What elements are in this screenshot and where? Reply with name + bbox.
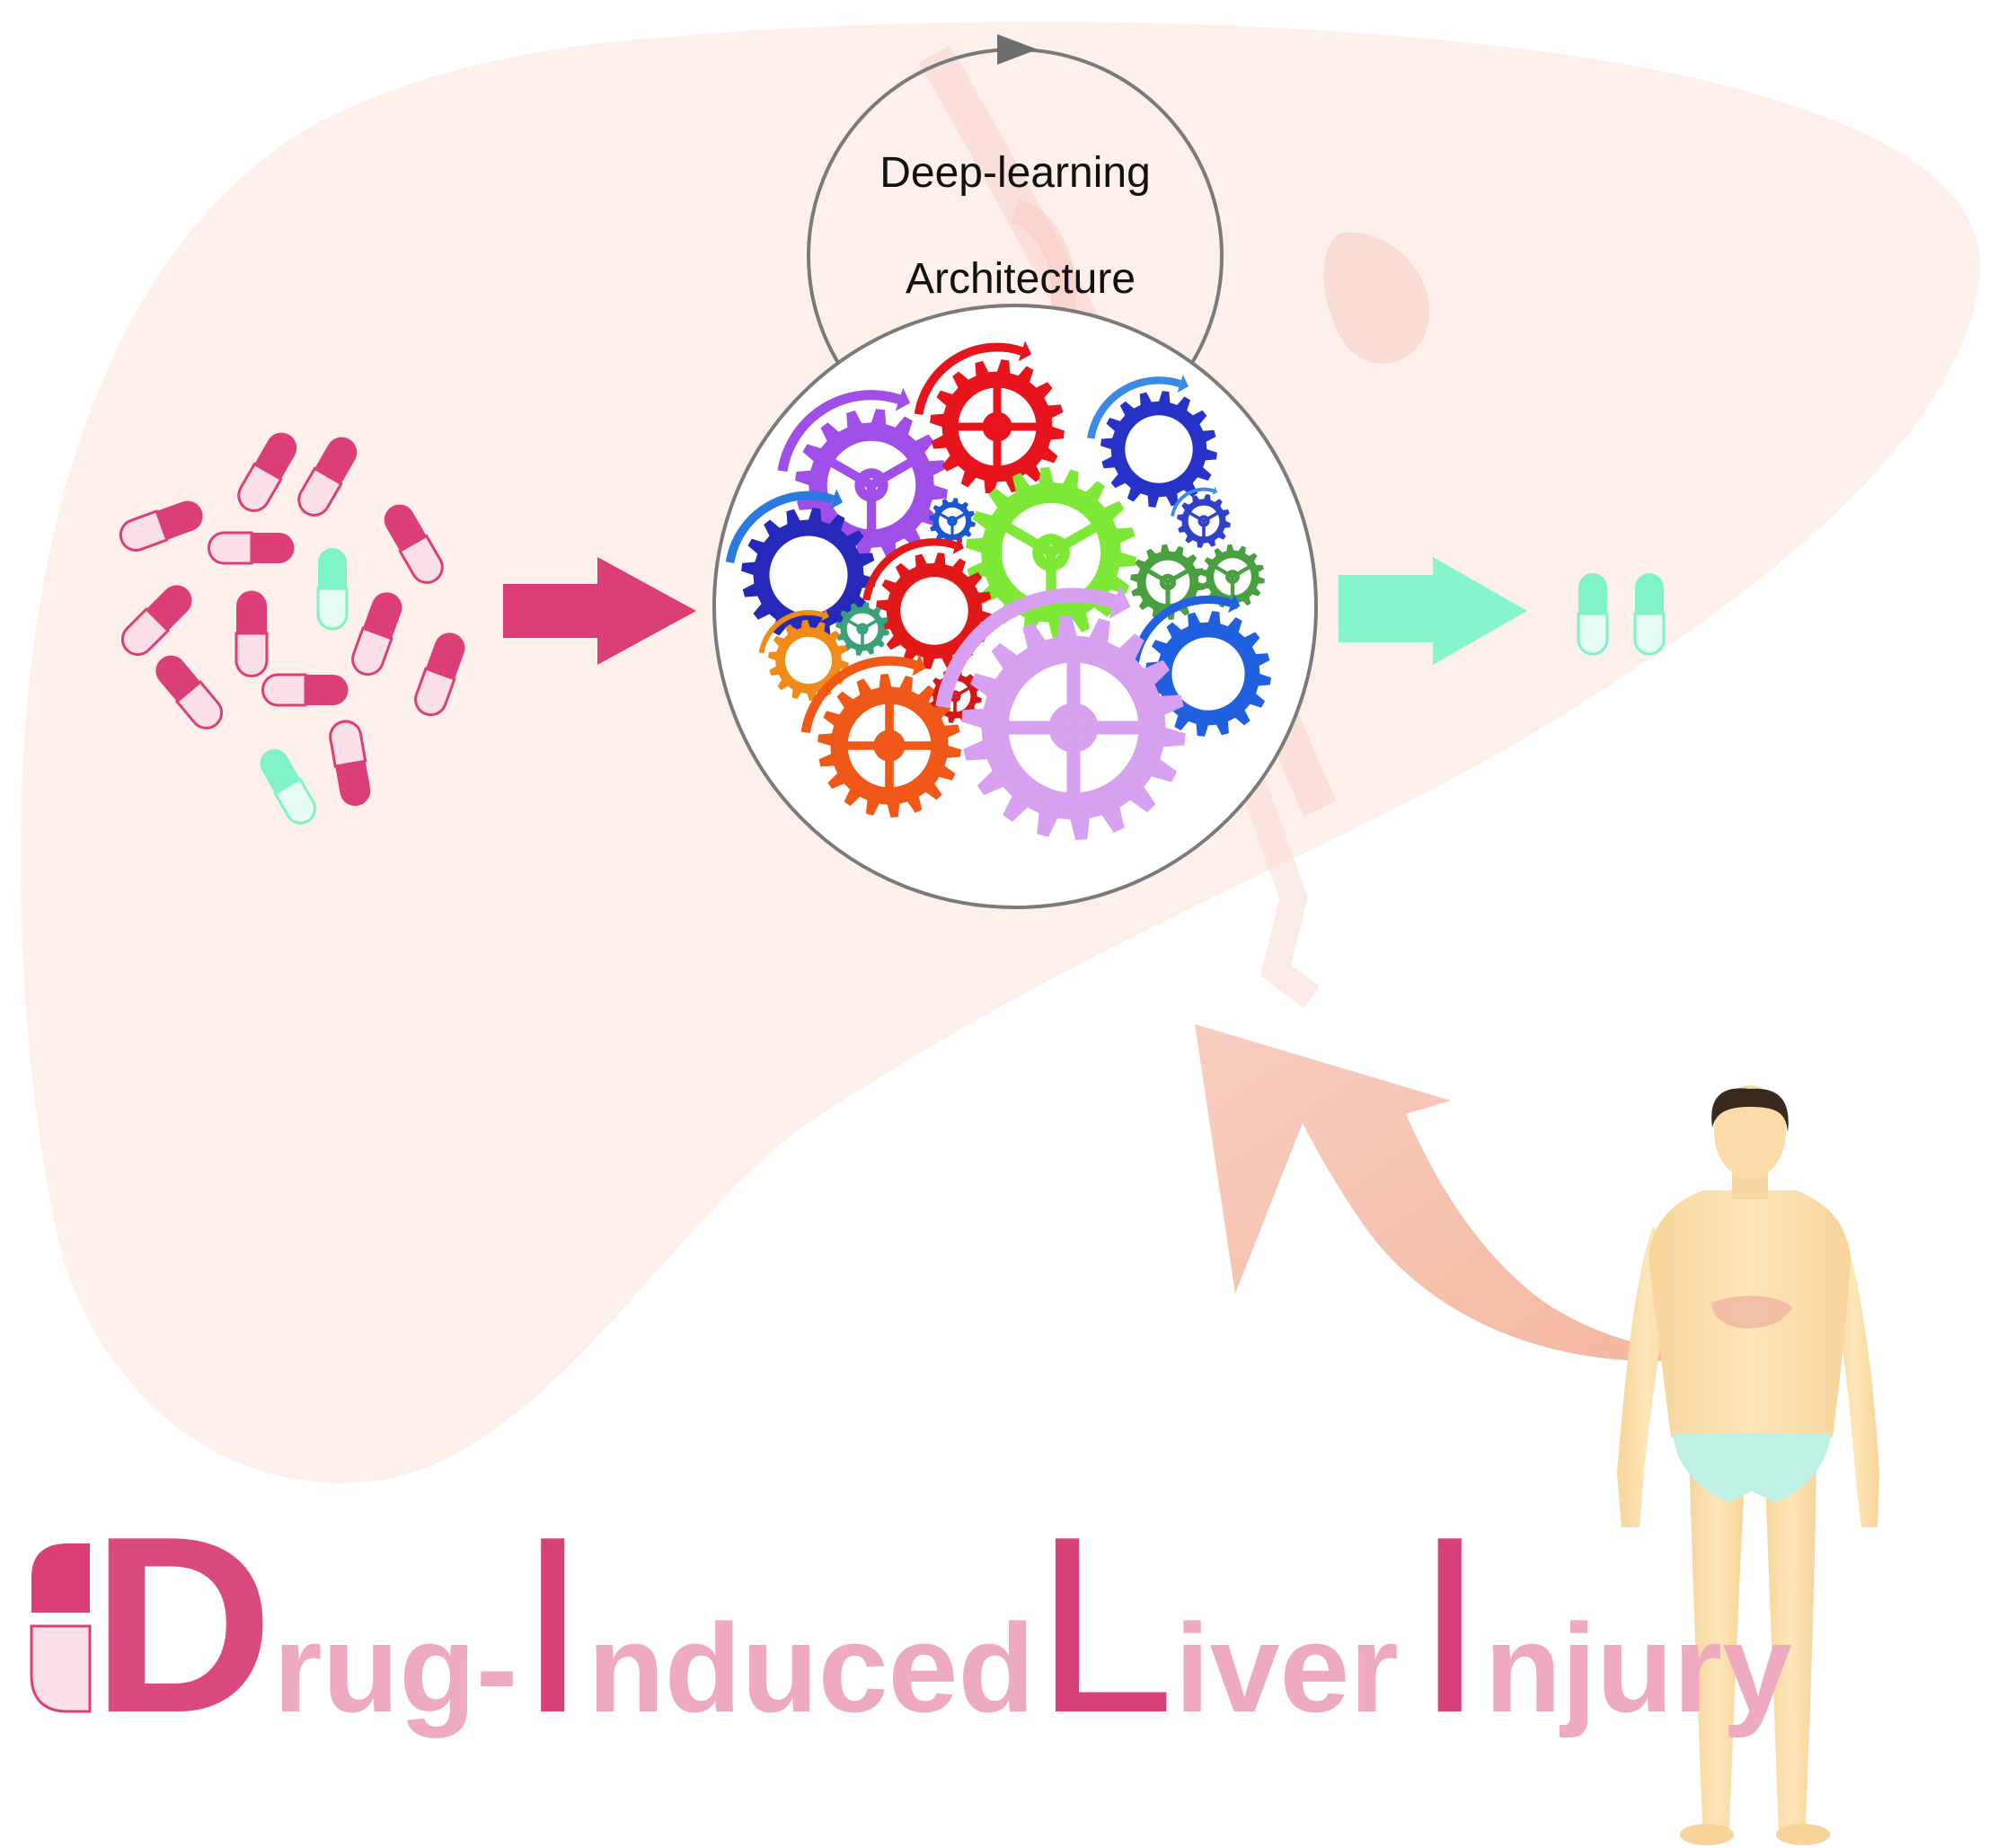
capsule-icon	[414, 632, 465, 717]
gear-icon	[1087, 375, 1217, 508]
capsule-icon	[260, 748, 316, 825]
input-pills	[119, 432, 465, 825]
title-letter-i2: I	[1415, 1485, 1485, 1765]
title-rest-2: nduced	[588, 1597, 1035, 1738]
capsule-icon	[297, 437, 358, 517]
title-letter-l: L	[1035, 1485, 1175, 1765]
gear-icon	[929, 498, 976, 544]
architecture-caption-line2: Architecture	[906, 255, 1136, 303]
architecture-caption-line1: Deep-learning	[879, 149, 1151, 197]
capsule-icon	[329, 720, 371, 807]
title-rest-3: iver	[1175, 1597, 1399, 1738]
title-letter-i1: I	[517, 1485, 588, 1765]
body-to-liver-arrow-icon	[1195, 1024, 1716, 1361]
capsule-icon	[208, 531, 295, 565]
gear-icon	[862, 536, 993, 669]
capsule-icon	[316, 548, 349, 631]
gear-icon	[725, 489, 876, 642]
capsule-icon	[261, 673, 349, 707]
capsule-icon	[351, 592, 402, 676]
liver-gallbladder	[1323, 232, 1430, 364]
gear-icon	[914, 340, 1065, 494]
gears-cluster	[725, 340, 1271, 840]
capsule-icon	[237, 432, 297, 512]
gear-icon	[835, 602, 889, 656]
human-body-icon	[1617, 1085, 1879, 1845]
capsule-icon	[155, 655, 224, 729]
capsule-icon	[120, 585, 192, 657]
gear-icon	[1171, 486, 1231, 548]
title-letter-d: D	[92, 1485, 273, 1765]
body-liver-icon	[1711, 1295, 1792, 1329]
liver-vessel	[1235, 767, 1320, 1008]
gear-icon	[800, 654, 961, 818]
loop-arrowhead-icon	[997, 34, 1038, 65]
title: Drug-InducedLiverInjury	[92, 1485, 1792, 1765]
title-rest-4: njury	[1485, 1597, 1792, 1738]
title-rest-1: rug-	[273, 1597, 517, 1738]
gear-icon	[758, 608, 849, 701]
capsule-icon	[1633, 573, 1666, 656]
capsule-icon	[234, 590, 269, 677]
gear-icon	[1200, 544, 1265, 609]
capsule-icon	[1577, 573, 1609, 656]
output-pills	[1577, 573, 1666, 656]
output-arrow-icon	[1339, 557, 1527, 665]
gear-icon	[935, 584, 1186, 840]
capsule-icon	[119, 500, 203, 552]
input-arrow-icon	[503, 557, 696, 665]
title-capsule-icon	[30, 1543, 92, 1713]
capsule-icon	[384, 504, 444, 584]
